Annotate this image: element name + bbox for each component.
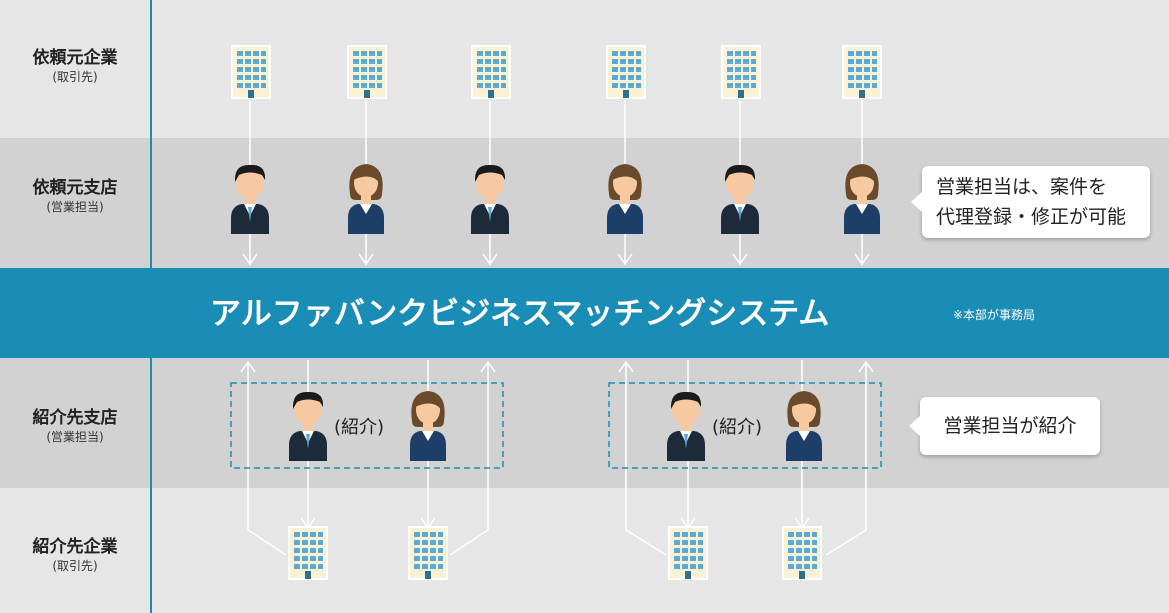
- callout-line: 代理登録・修正が可能: [936, 206, 1127, 228]
- male-staff-icon: [231, 164, 269, 234]
- row-label-referral-branch: 紹介先支店 (営業担当): [0, 407, 150, 445]
- referral-group-box-right: [608, 382, 882, 469]
- lower-flow-lines: [240, 360, 874, 556]
- building-icon: [347, 45, 387, 99]
- row-label-main: 紹介先企業: [32, 537, 118, 557]
- building-icon: [721, 45, 761, 99]
- referral-label: (紹介): [712, 417, 763, 438]
- row-label-main: 依頼元支店: [32, 178, 118, 198]
- building-icon: [668, 526, 708, 580]
- male-staff-icon: [667, 391, 705, 461]
- requester-company-row: [0, 0, 1169, 138]
- label-column-divider: [150, 0, 152, 613]
- male-staff-icon: [721, 164, 759, 234]
- callout-line: 営業担当は、案件を: [936, 176, 1108, 198]
- building-icon: [606, 45, 646, 99]
- row-label-main: 紹介先支店: [32, 408, 118, 428]
- system-band: [0, 268, 1169, 358]
- row-label-sub: (取引先): [52, 559, 98, 573]
- row-label-sub: (取引先): [52, 70, 98, 84]
- row-label-requester-company: 依頼元企業 (取引先): [0, 47, 150, 85]
- upper-flow-lines: [242, 100, 870, 266]
- row-label-main: 依頼元企業: [32, 48, 118, 68]
- building-icon: [288, 526, 328, 580]
- female-staff-icon: [607, 164, 643, 234]
- system-note: ※本部が事務局: [953, 308, 1036, 322]
- female-staff-icon: [844, 164, 880, 234]
- row-label-sub: (営業担当): [46, 200, 104, 214]
- building-icon: [231, 45, 271, 99]
- male-staff-icon: [289, 391, 327, 461]
- callout-agent-registration: 営業担当は、案件を 代理登録・修正が可能: [911, 166, 1150, 238]
- building-icon: [408, 526, 448, 580]
- female-staff-icon: [348, 164, 384, 234]
- row-label-sub: (営業担当): [46, 430, 104, 444]
- referral-group-box-left: [230, 382, 504, 469]
- building-icon: [471, 45, 511, 99]
- row-label-requester-branch: 依頼元支店 (営業担当): [0, 177, 150, 215]
- row-label-referral-company: 紹介先企業 (取引先): [0, 536, 150, 574]
- referral-label: (紹介): [334, 417, 385, 438]
- male-staff-icon: [471, 164, 509, 234]
- building-icon: [842, 45, 882, 99]
- female-staff-icon: [410, 391, 446, 461]
- female-staff-icon: [786, 391, 822, 461]
- callout-agent-referral: 営業担当が紹介: [909, 397, 1100, 455]
- building-icon: [782, 526, 822, 580]
- system-title: アルファバンクビジネスマッチングシステム: [210, 296, 830, 332]
- referral-company-row: [0, 488, 1169, 613]
